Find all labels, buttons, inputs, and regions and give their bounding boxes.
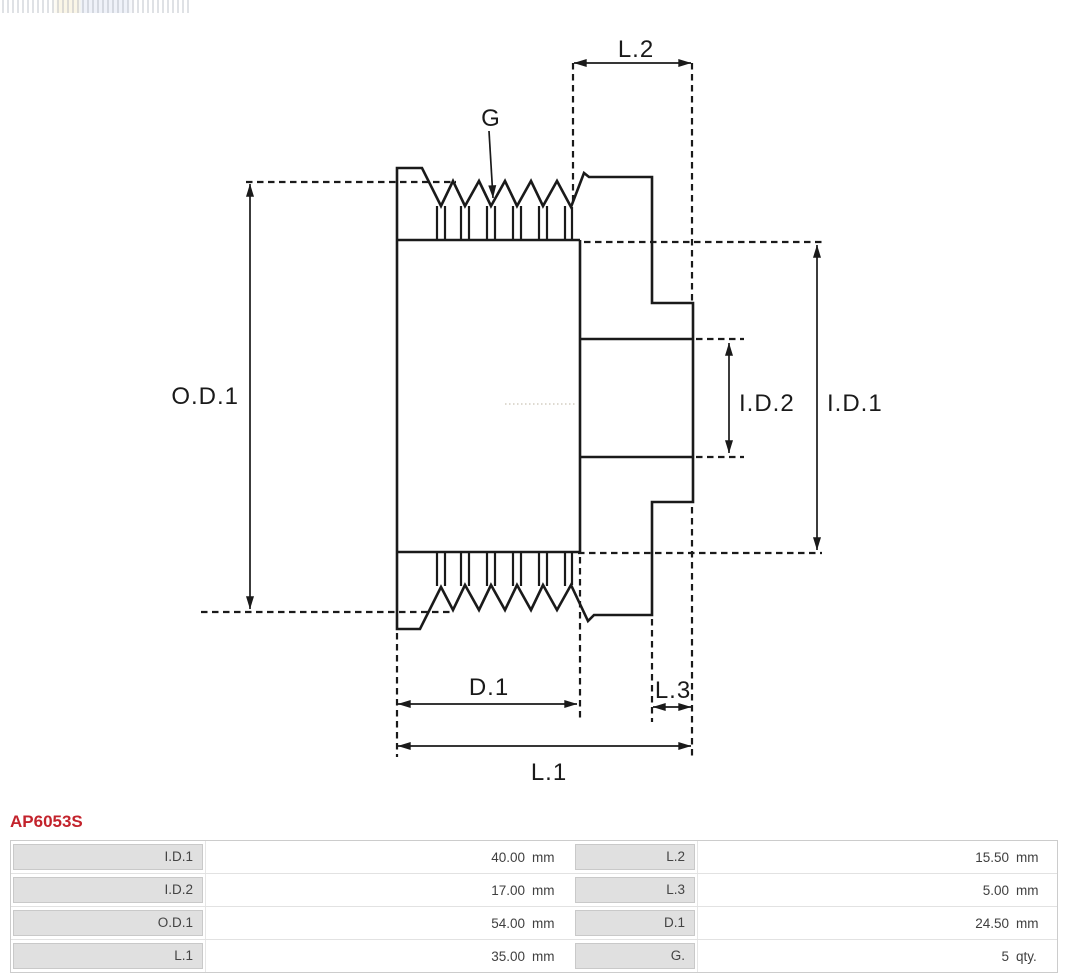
spec-unit: mm bbox=[532, 849, 555, 865]
spec-label: I.D.2 bbox=[13, 877, 203, 903]
dim-d1: D.1 bbox=[397, 674, 578, 708]
pulley-drawing: O.D.1 L.2 I.D.1 I.D.2 D.1 bbox=[171, 36, 883, 786]
dim-l3: L.3 bbox=[652, 677, 692, 711]
spec-label: L.3 bbox=[575, 877, 695, 903]
groove-slots-top bbox=[435, 206, 574, 240]
spec-unit: mm bbox=[532, 948, 555, 964]
dim-label-od1: O.D.1 bbox=[171, 383, 239, 410]
pulley-outer-profile bbox=[395, 166, 695, 631]
pulley-profile bbox=[395, 166, 695, 631]
dim-label-id2: I.D.2 bbox=[739, 390, 795, 417]
dim-l1: L.1 bbox=[397, 742, 692, 786]
dim-label-l2: L.2 bbox=[618, 36, 654, 63]
dimension-arrows: O.D.1 L.2 I.D.1 I.D.2 D.1 bbox=[171, 36, 883, 786]
dim-id2: I.D.2 bbox=[725, 342, 795, 454]
spec-label: O.D.1 bbox=[13, 910, 203, 936]
spec-label: L.2 bbox=[575, 844, 695, 870]
dim-label-l3: L.3 bbox=[655, 677, 691, 704]
partial-logo-strip bbox=[2, 0, 192, 13]
spec-unit: mm bbox=[1016, 849, 1039, 865]
spec-unit: mm bbox=[1016, 882, 1039, 898]
dim-label-id1: I.D.1 bbox=[827, 390, 883, 417]
spec-label: D.1 bbox=[575, 910, 695, 936]
groove-slots-bottom bbox=[435, 552, 574, 586]
spec-unit: mm bbox=[532, 882, 555, 898]
spec-unit: mm bbox=[532, 915, 555, 931]
spec-label: I.D.1 bbox=[13, 844, 203, 870]
spec-unit: qty. bbox=[1016, 948, 1037, 964]
dim-l2: L.2 bbox=[573, 36, 692, 67]
extension-lines bbox=[201, 63, 822, 757]
spec-unit: mm bbox=[1016, 915, 1039, 931]
dim-label-g: G bbox=[481, 105, 501, 132]
spec-label: L.1 bbox=[13, 943, 203, 969]
dim-label-l1: L.1 bbox=[531, 759, 567, 786]
dim-id1: I.D.1 bbox=[813, 244, 883, 551]
part-number: AP6053S bbox=[10, 812, 83, 831]
dim-label-d1: D.1 bbox=[469, 674, 509, 701]
groove-callout: G bbox=[481, 105, 501, 199]
spec-label: G. bbox=[575, 943, 695, 969]
dim-od1: O.D.1 bbox=[171, 183, 254, 610]
